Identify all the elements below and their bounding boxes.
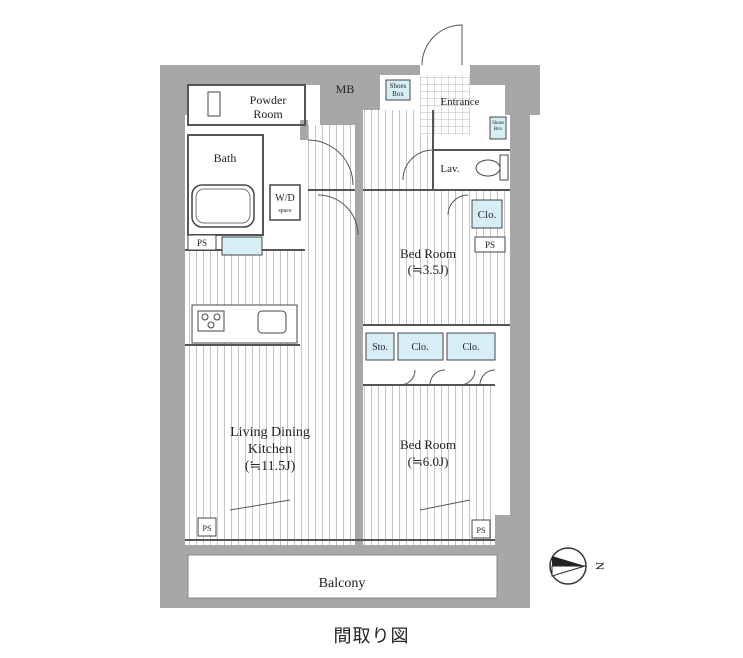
ps-boxes: [187, 234, 506, 539]
label-ldk-line2: Kitchen: [248, 442, 292, 457]
compass-label: N: [593, 562, 607, 571]
label-sto: Sto.: [372, 342, 388, 353]
label-wd: W/D: [275, 193, 294, 204]
label-mb: MB: [336, 82, 355, 96]
compass-arrow-half-icon: [551, 565, 586, 577]
burner-icon: [207, 321, 215, 329]
toilet-bowl-icon: [475, 159, 501, 177]
compass-arrow-icon: [552, 556, 585, 566]
label-ps-4: PS: [477, 526, 486, 535]
bathtub-icon: [191, 184, 255, 228]
label-clo-small: Clo.: [478, 209, 497, 221]
corridor-floor: [308, 125, 355, 250]
label-bedroom2-name: Bed Room: [400, 437, 456, 452]
stove-icon: [197, 310, 225, 332]
label-ps-1: PS: [197, 238, 207, 248]
label-wd-sub: space: [278, 208, 292, 214]
ldk-floor: [185, 250, 355, 545]
label-clo-a: Clo.: [412, 342, 429, 353]
balcony-area: [187, 554, 498, 599]
toilet-icon: [207, 91, 221, 117]
label-bedroom1-name: Bed Room: [400, 246, 456, 261]
bedroom2-floor: [363, 385, 495, 545]
label-bedroom2-size: (≒6.0J): [408, 454, 449, 469]
burner-icon: [213, 313, 221, 321]
label-bath: Bath: [214, 151, 237, 165]
sink-icon: [257, 310, 287, 334]
entrance-floor: [420, 75, 470, 135]
label-ldk-line1: Living Dining: [230, 425, 310, 440]
label-ps-2: PS: [485, 240, 495, 250]
compass: N: [549, 547, 607, 585]
lav-tank-icon: [499, 154, 509, 181]
closets: [221, 79, 507, 361]
label-ps-3: PS: [203, 524, 212, 533]
label-lav: Lav.: [440, 163, 459, 175]
bathtub-inner-icon: [195, 188, 251, 224]
door-swings: [229, 24, 496, 511]
label-balcony: Balcony: [319, 576, 366, 591]
label-entrance: Entrance: [440, 96, 479, 108]
label-bedroom1-size: (≒3.5J): [408, 262, 449, 277]
caption: 間取り図: [333, 626, 410, 647]
label-clo-b: Clo.: [463, 342, 480, 353]
burner-icon: [201, 313, 209, 321]
label-ldk-size: (≒11.5J): [245, 459, 296, 474]
wd-space-box: [269, 184, 301, 221]
